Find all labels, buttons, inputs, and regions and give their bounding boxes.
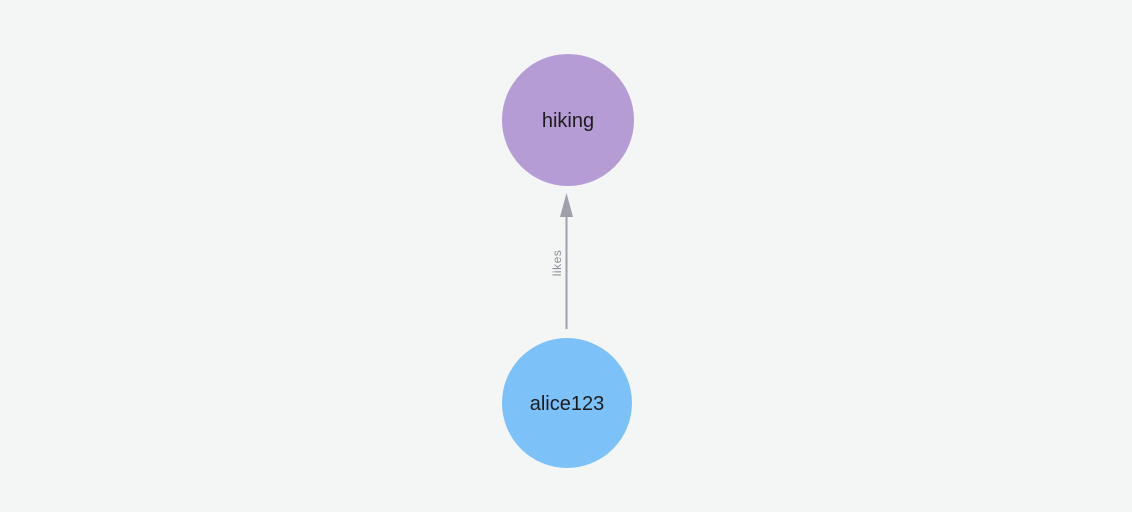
node-circle-alice123[interactable] xyxy=(502,338,632,468)
node-hiking[interactable]: hiking xyxy=(502,54,634,186)
node-label-alice123: alice123 xyxy=(530,393,605,415)
edge-arrowhead-icon xyxy=(560,193,573,217)
edge-likes[interactable]: likes xyxy=(550,193,573,329)
node-circle-hiking[interactable] xyxy=(502,54,634,186)
node-label-hiking: hiking xyxy=(542,110,594,132)
edge-label: likes xyxy=(550,250,564,277)
node-alice123[interactable]: alice123 xyxy=(502,338,632,468)
